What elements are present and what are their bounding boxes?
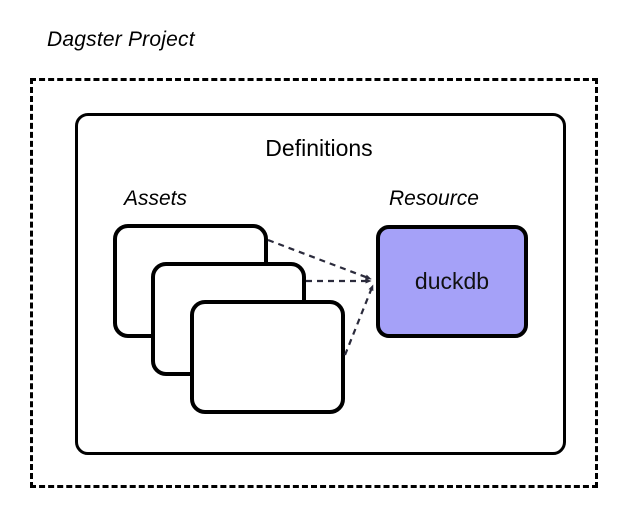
assets-caption: Assets	[124, 187, 188, 210]
duckdb-resource-node[interactable]: duckdb	[376, 225, 528, 338]
resource-caption: Resource	[389, 187, 479, 210]
definitions-label: Definitions	[265, 135, 373, 161]
dagster-project-boundary	[30, 78, 598, 488]
duckdb-label: duckdb	[414, 268, 490, 294]
project-title: Dagster Project	[47, 28, 195, 51]
asset-card[interactable]	[190, 300, 345, 414]
